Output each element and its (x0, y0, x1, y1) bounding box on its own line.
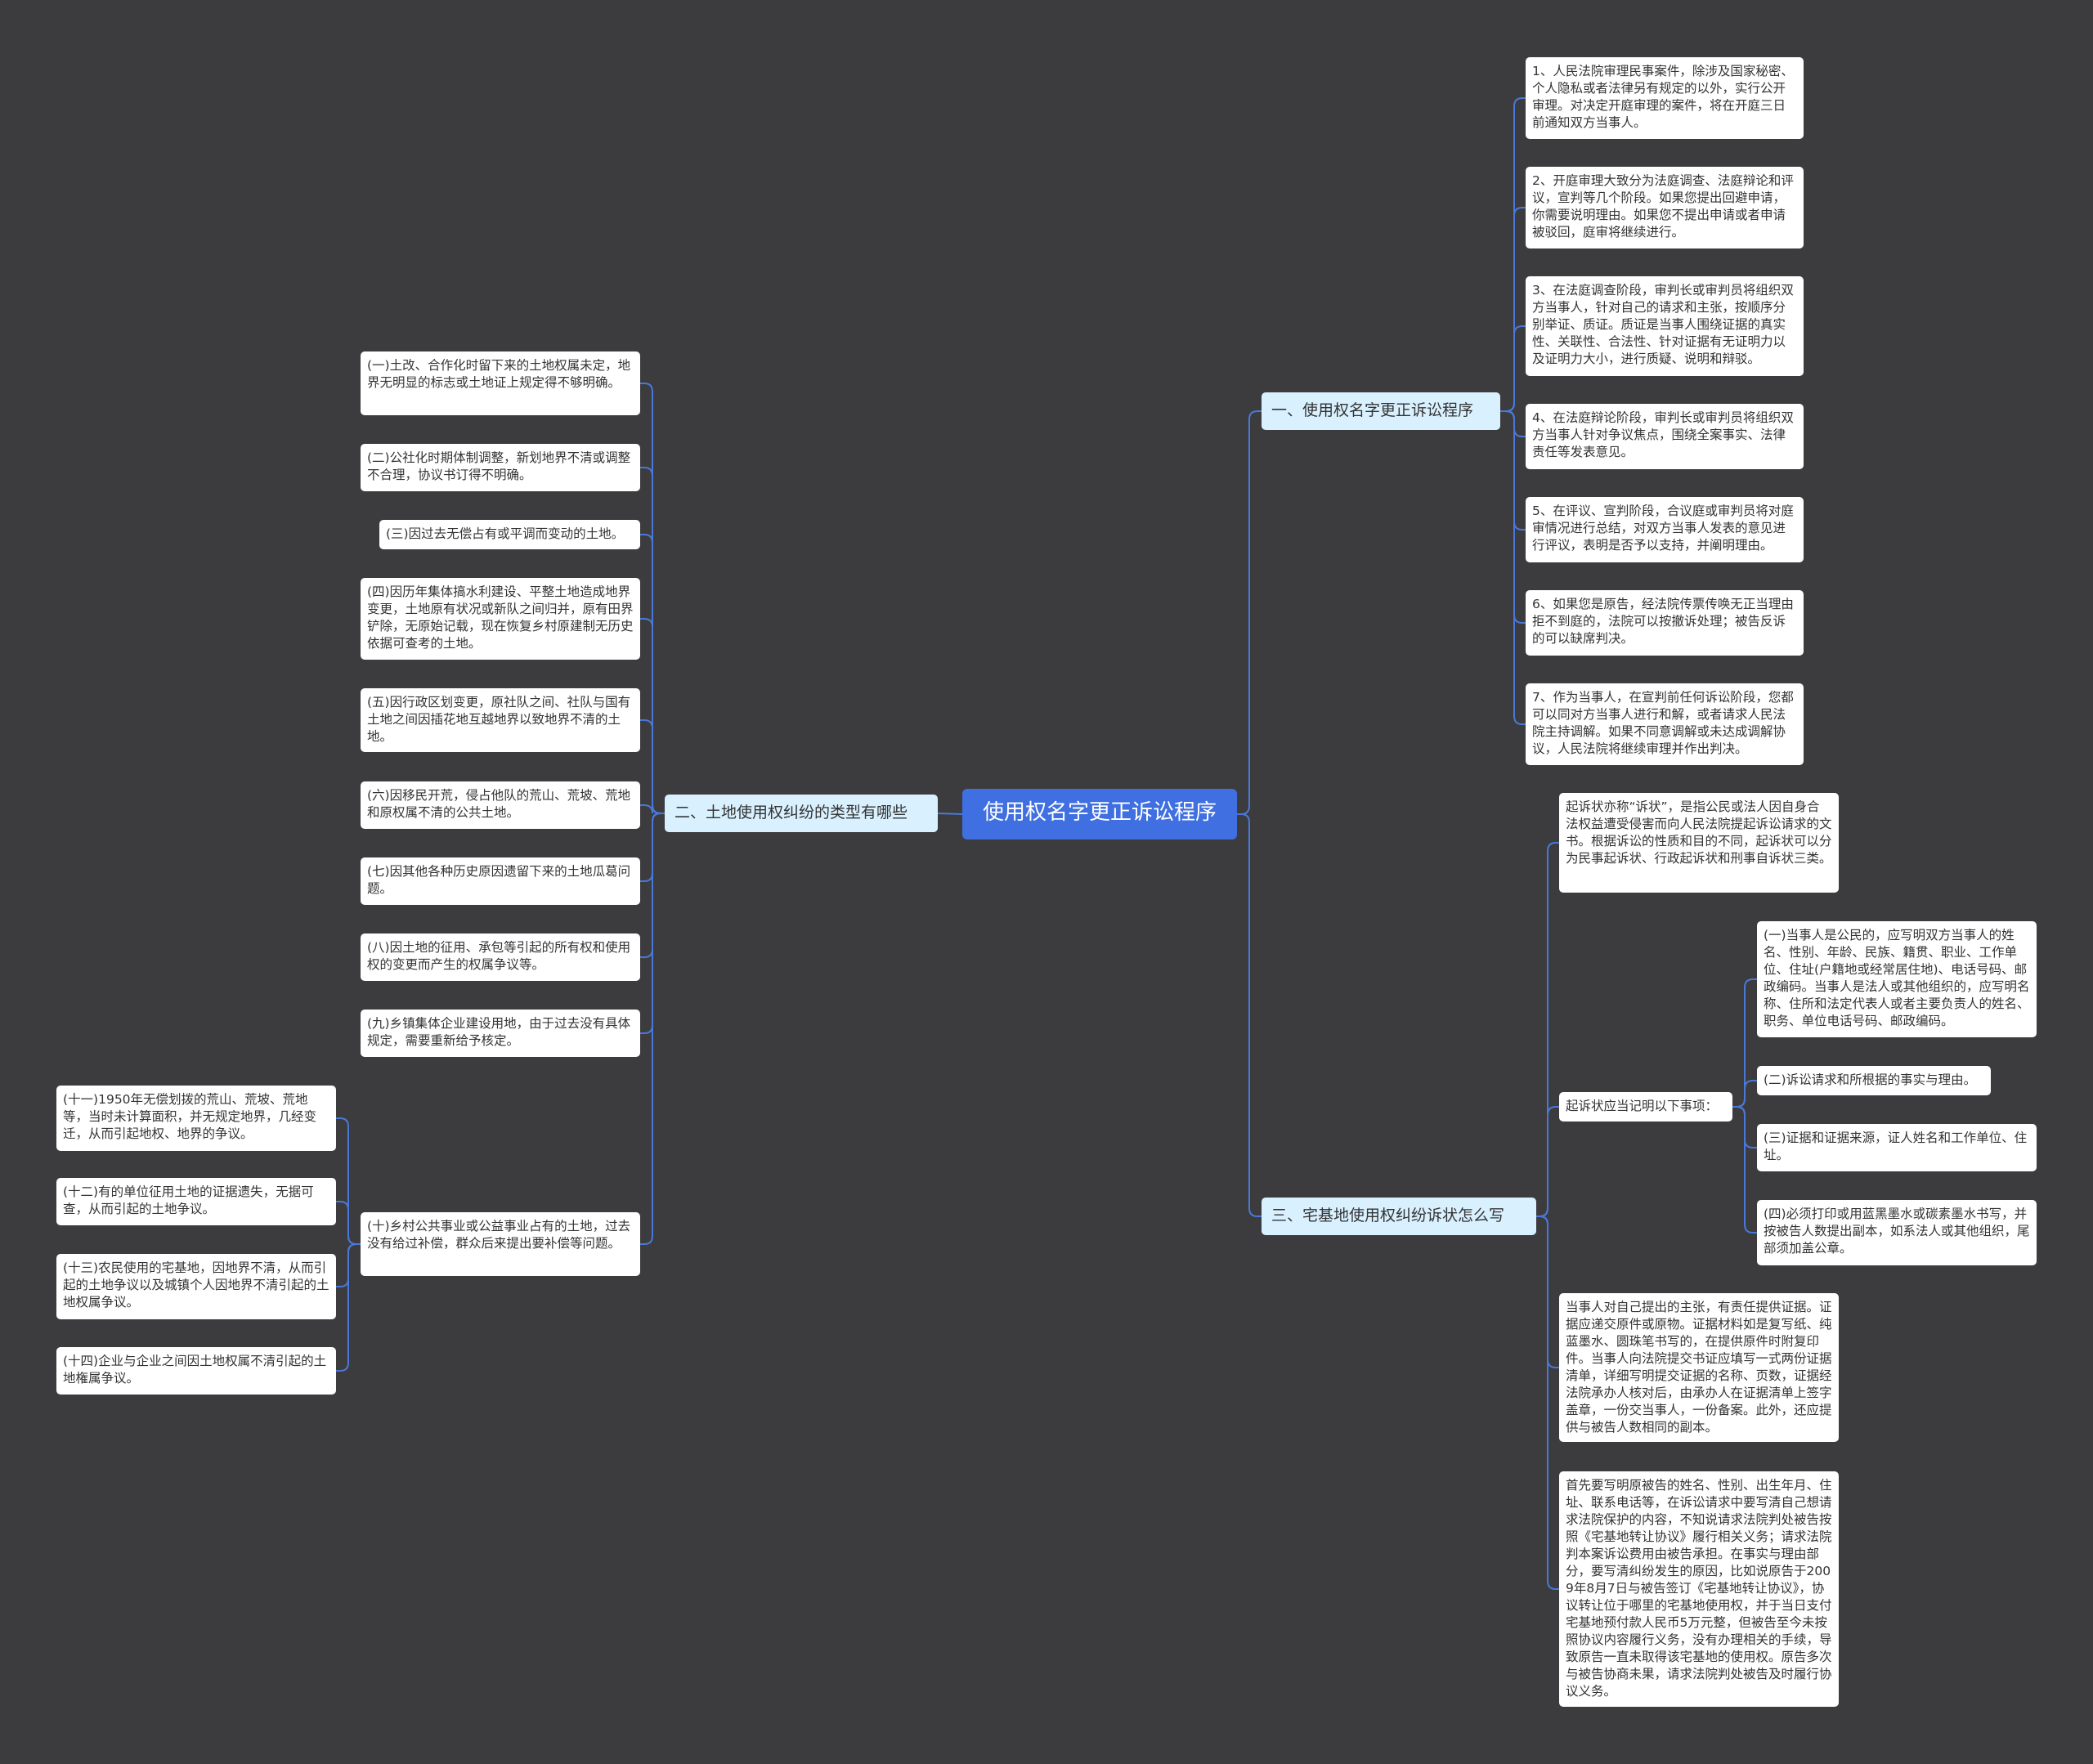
procedure-step-3[interactable]: 3、在法庭调查阶段，审判长或审判员将组织双方当事人，针对自己的请求和主张，按顺序… (1526, 276, 1804, 376)
dispute-type-2[interactable]: (二)公社化时期体制调整，新划地界不清或调整不合理，协议书订得不明确。 (361, 444, 640, 491)
connector-n-b3c3 (1536, 1216, 1559, 1368)
evidence-requirements[interactable]: 当事人对自己提出的主张，有责任提供证据。证据应递交原件或原物。证据材料如是复写纸… (1559, 1293, 1839, 1442)
dispute-type-7[interactable]: (七)因其他各种历史原因遗留下来的土地瓜葛问题。 (361, 857, 640, 905)
required-item-4[interactable]: (四)必须打印或用蓝黑墨水或碳素墨水书写，并按被告人数提出副本，如系法人或其他组… (1757, 1200, 2037, 1265)
procedure-step-7[interactable]: 7、作为当事人，在宣判前任何诉讼阶段，您都可以同对方当事人进行和解，或者请求人民… (1526, 683, 1804, 765)
procedure-step-1[interactable]: 1、人民法院审理民事案件，除涉及国家秘密、个人隐私或者法律另有规定的以外，实行公… (1526, 57, 1804, 139)
dispute-type-11[interactable]: (十一)1950年无偿划拨的荒山、荒坡、荒地等，当时未计算面积，并无规定地界，几… (56, 1086, 336, 1151)
connector-n-b2c11 (336, 1117, 361, 1245)
dispute-type-5[interactable]: (五)因行政区划变更，原社队之间、社队与国有土地之间因插花地互越地界以致地界不清… (361, 688, 640, 752)
root-topic[interactable]: 使用权名字更正诉讼程序 (962, 789, 1237, 839)
connector-n-b3c2b (1732, 1080, 1757, 1108)
connector-n-b3 (1237, 813, 1262, 1217)
connector-n-b3c4 (1536, 1216, 1559, 1590)
connector-n-b2c9 (640, 813, 665, 1034)
connector-n-b2c1 (640, 383, 665, 814)
dispute-type-1[interactable]: (一)土改、合作化时留下来的土地权属未定，地界无明显的标志或土地证上规定得不够明… (361, 351, 640, 415)
branch-dispute-types[interactable]: 二、土地使用权纠纷的类型有哪些 (665, 795, 938, 832)
dispute-type-6[interactable]: (六)因移民开荒，侵占他队的荒山、荒坡、荒地和原权属不清的公共土地。 (361, 781, 640, 829)
connector-n-b2c4 (640, 618, 665, 814)
dispute-type-3[interactable]: (三)因过去无偿占有或平调而变动的土地。 (379, 520, 640, 549)
connector-n-b1c7 (1500, 410, 1526, 725)
dispute-type-10[interactable]: (十)乡村公共事业或公益事业占有的土地，过去没有给过补偿，群众后来提出要补偿等问… (361, 1212, 640, 1276)
connector-n-b2c2 (640, 467, 665, 814)
connector-n-b2c6 (640, 804, 665, 814)
connector-n-b2 (937, 813, 963, 815)
connector-n-b1c2 (1500, 207, 1526, 412)
connector-n-b3c2d (1732, 1106, 1757, 1233)
dispute-type-13[interactable]: (十三)农民使用的宅基地，因地界不清，从而引起的土地争议以及城镇个人因地界不清引… (56, 1254, 336, 1319)
dispute-type-9[interactable]: (九)乡镇集体企业建设用地，由于过去没有具体规定，需要重新给予核定。 (361, 1010, 640, 1057)
procedure-step-4[interactable]: 4、在法庭辩论阶段，审判长或审判员将组织双方当事人针对争议焦点，围绕全案事实、法… (1526, 404, 1804, 469)
procedure-step-5[interactable]: 5、在评议、宣判阶段，合议庭或审判员将对庭审情况进行总结，对双方当事人发表的意见… (1526, 497, 1804, 562)
branch-litigation-procedure[interactable]: 一、使用权名字更正诉讼程序 (1262, 392, 1500, 430)
dispute-type-8[interactable]: (八)因土地的征用、承包等引起的所有权和使用权的变更而产生的权属争议等。 (361, 933, 640, 981)
connector-n-b3c2c (1732, 1106, 1757, 1148)
connector-n-b1c5 (1500, 410, 1526, 531)
connector-n-b3c2a (1732, 978, 1757, 1108)
connector-n-b2c8 (640, 813, 665, 958)
required-item-2[interactable]: (二)诉讼请求和所根据的事实与理由。 (1757, 1066, 1991, 1095)
connector-n-b2c7 (640, 813, 665, 882)
procedure-step-2[interactable]: 2、开庭审理大致分为法庭调查、法庭辩论和评议，宣判等几个阶段。如果您提出回避申请… (1526, 167, 1804, 248)
connector-n-b1c3 (1500, 325, 1526, 412)
connector-n-b2c12 (336, 1201, 361, 1245)
connector-n-b2c10 (640, 813, 665, 1245)
connector-n-b1c6 (1500, 410, 1526, 624)
connector-n-b3c1 (1536, 842, 1559, 1217)
dispute-type-12[interactable]: (十二)有的单位征用土地的证据遗失，无据可查，从而引起的土地争议。 (56, 1178, 336, 1225)
complaint-writing-guide[interactable]: 首先要写明原被告的姓名、性别、出生年月、住址、联系电话等，在诉讼请求中要写清自己… (1559, 1471, 1839, 1707)
connector-n-b1 (1237, 410, 1262, 815)
branch-complaint-writing[interactable]: 三、宅基地使用权纠纷诉状怎么写 (1262, 1198, 1536, 1235)
complaint-definition[interactable]: 起诉状亦称“诉状”，是指公民或法人因自身合法权益遭受侵害而向人民法院提起诉讼请求… (1559, 793, 1839, 893)
required-item-3[interactable]: (三)证据和证据来源，证人姓名和工作单位、住址。 (1757, 1124, 2037, 1171)
procedure-step-6[interactable]: 6、如果您是原告，经法院传票传唤无正当理由拒不到庭的，法院可以按撤诉处理；被告反… (1526, 590, 1804, 656)
connector-n-b2c14 (336, 1243, 361, 1372)
complaint-required-items[interactable]: 起诉状应当记明以下事项： (1559, 1092, 1732, 1122)
connector-n-b2c13 (336, 1243, 361, 1287)
connector-n-b2c3 (640, 534, 665, 814)
dispute-type-14[interactable]: (十四)企业与企业之间因土地权属不清引起的土地権属争议。 (56, 1347, 336, 1395)
connector-n-b3c2 (1536, 1106, 1559, 1217)
dispute-type-4[interactable]: (四)因历年集体搞水利建设、平整土地造成地界变更，土地原有状况或新队之间归并，原… (361, 578, 640, 660)
connector-n-b1c1 (1500, 97, 1526, 412)
connector-n-b2c5 (640, 719, 665, 814)
connector-n-b1c4 (1500, 410, 1526, 437)
required-item-1[interactable]: (一)当事人是公民的，应写明双方当事人的姓名、性别、年龄、民族、籍贯、职业、工作… (1757, 921, 2037, 1037)
